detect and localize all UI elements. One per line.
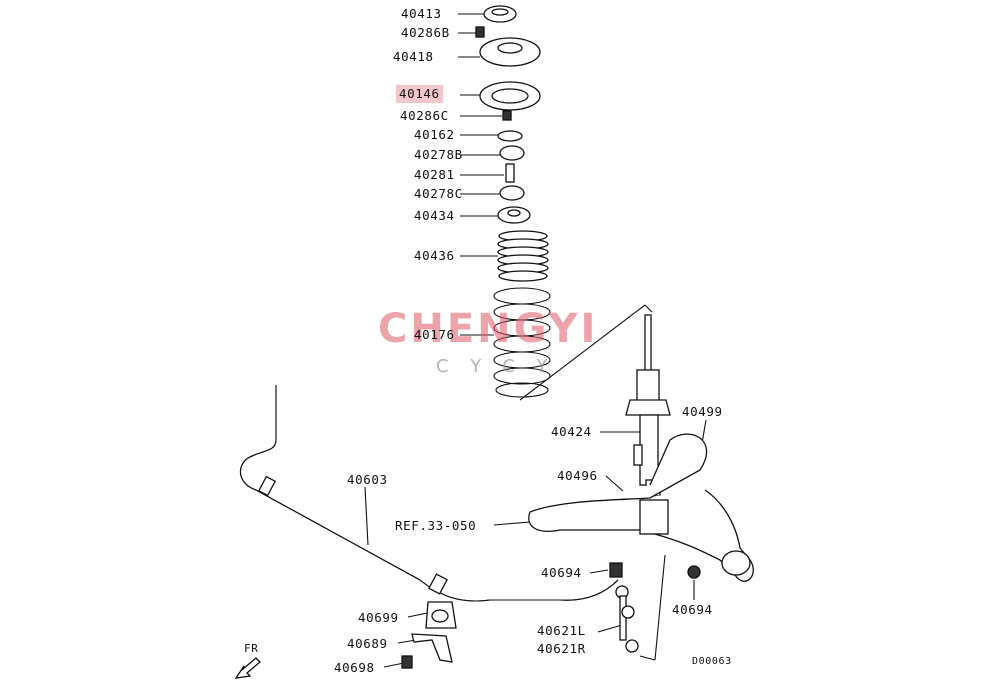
front-arrow (234, 657, 261, 679)
part-label-40424: 40424 (551, 424, 592, 439)
part-label-40286c: 40286C (400, 108, 449, 123)
part-label-40698: 40698 (334, 660, 375, 675)
lower-arm (528, 433, 754, 582)
stabilizer-bar (239, 385, 619, 602)
part-label-40436: 40436 (414, 248, 455, 263)
part-label-40286b: 40286B (401, 25, 450, 40)
part-label-40699: 40699 (358, 610, 399, 625)
mount-parts (475, 5, 541, 224)
part-label-40621r: 40621R (537, 641, 586, 656)
part-label-40146-highlighted: 40146 (396, 85, 443, 103)
part-label-40496: 40496 (557, 468, 598, 483)
part-label-40603: 40603 (347, 472, 388, 487)
part-label-40162: 40162 (414, 127, 455, 142)
part-label-40281: 40281 (414, 167, 455, 182)
part-label-40413: 40413 (401, 6, 442, 21)
part-label-40499: 40499 (682, 404, 723, 419)
watermark-sub: CYCY (436, 356, 570, 377)
watermark-brand: CHENGYI (378, 306, 599, 352)
part-label-40278c: 40278C (414, 186, 463, 201)
part-label-40689: 40689 (347, 636, 388, 651)
part-label-40694-right: 40694 (672, 602, 713, 617)
coil-spring (493, 287, 551, 398)
dust-boot (497, 230, 549, 282)
part-label-40621l: 40621L (537, 623, 586, 638)
strut-assembly (621, 314, 701, 504)
part-label-40278b: 40278B (414, 147, 463, 162)
part-label-40418: 40418 (393, 49, 434, 64)
diagram-code: D00063 (692, 656, 732, 667)
stabilizer-link (609, 562, 639, 653)
part-label-40176: 40176 (414, 327, 455, 342)
part-label-40434: 40434 (414, 208, 455, 223)
bushing-bracket (401, 601, 457, 669)
part-label-40694-left: 40694 (541, 565, 582, 580)
ref-label: REF.33-050 (395, 518, 477, 533)
front-label: FR (244, 642, 259, 655)
